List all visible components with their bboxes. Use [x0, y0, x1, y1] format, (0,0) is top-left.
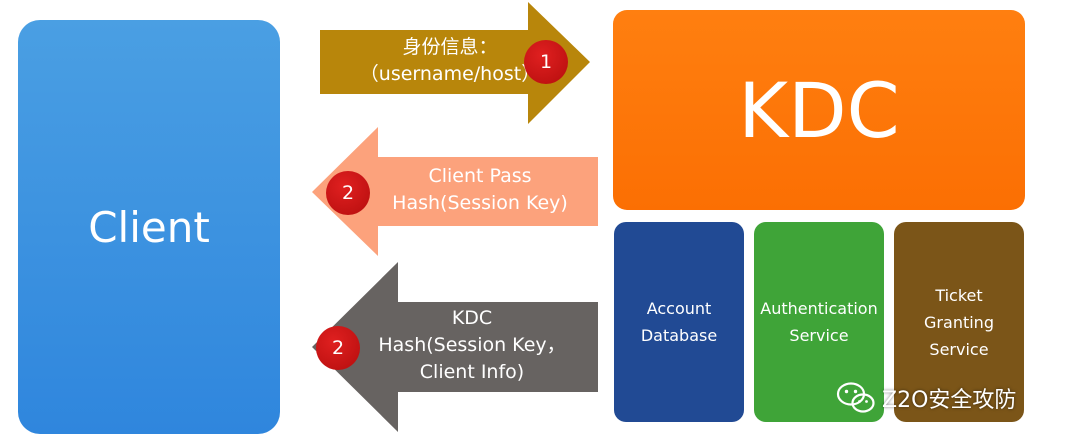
- arrow-3-line1: KDC: [451, 307, 493, 329]
- account-database-line1: Account: [646, 299, 712, 318]
- arrow-3-line3: Client Info): [419, 361, 525, 383]
- arrow-2-line1: Client Pass: [428, 165, 532, 187]
- arrow-1-line2: （username/host）: [359, 63, 541, 85]
- step-badge-2b: 2: [316, 326, 360, 370]
- ticket-granting-service-line1: Ticket Granting: [924, 285, 994, 332]
- arrow-1-line1: 身份信息：: [402, 36, 498, 58]
- arrow-2-text: Client Pass Hash(Session Key): [370, 163, 590, 217]
- ticket-granting-service-line2: Service: [929, 339, 989, 359]
- client-box: Client: [18, 20, 280, 434]
- account-database-box: Account Database: [614, 222, 744, 422]
- kdc-label: KDC: [738, 65, 900, 155]
- arrow-request-right: [320, 2, 590, 124]
- arrow-3-line2: Hash(Session Key，: [378, 334, 566, 356]
- watermark: Z2O安全攻防: [836, 380, 1016, 416]
- arrow-response-client-hash: [312, 127, 598, 256]
- authentication-service-line1: Authentication: [760, 299, 878, 318]
- watermark-text: Z2O安全攻防: [882, 388, 1017, 413]
- authentication-service-line2: Service: [789, 326, 849, 345]
- ticket-granting-service-box: Ticket Granting Service: [894, 222, 1024, 422]
- step-badge-1: 1: [524, 40, 568, 84]
- arrow-2-line2: Hash(Session Key): [392, 192, 568, 214]
- account-database-line2: Database: [640, 326, 718, 345]
- wechat-icon: [836, 382, 875, 413]
- step-badge-2a: 2: [326, 171, 370, 215]
- arrow-3-text: KDC Hash(Session Key， Client Info): [362, 305, 582, 386]
- arrow-1-text: 身份信息： （username/host）: [350, 34, 550, 88]
- arrow-response-kdc-hash: [312, 262, 598, 432]
- kdc-box: KDC: [613, 10, 1025, 210]
- client-label: Client: [88, 202, 210, 252]
